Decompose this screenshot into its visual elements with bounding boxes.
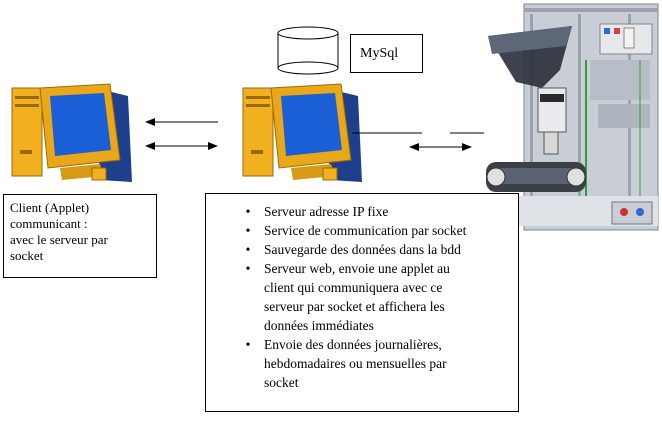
client-description-box: Client (Applet) communicant : avec le se… [3, 194, 157, 278]
server-machine-arrows [352, 132, 484, 151]
bullet-icon: • [245, 204, 251, 219]
server-feature-text: client qui communiquera avec ce [264, 280, 443, 295]
server-feature-item: • Serveur web, envoie une applet au clie… [206, 259, 518, 335]
client-description-line: avec le serveur par [10, 232, 108, 247]
bullet-icon: • [245, 261, 251, 276]
server-feature-item: • Serveur adresse IP fixe [206, 202, 518, 221]
server-feature-text: Envoie des données journalières, [264, 337, 442, 352]
server-feature-list: • Serveur adresse IP fixe • Service de c… [206, 194, 518, 392]
client-computer-icon [11, 83, 132, 182]
server-computer-icon [242, 83, 362, 182]
client-description-line: communicant : [10, 216, 88, 231]
server-feature-item: • Sauvegarde des données dans la bdd [206, 240, 518, 259]
server-feature-text: Serveur adresse IP fixe [264, 204, 389, 219]
server-feature-text: hebdomadaires ou mensuelles par [264, 356, 447, 371]
server-feature-text: Sauvegarde des données dans la bdd [264, 242, 461, 257]
server-feature-text: données immédiates [264, 318, 374, 333]
database-label-text: MySql [360, 46, 399, 61]
server-description-box: • Serveur adresse IP fixe • Service de c… [205, 193, 519, 412]
industrial-machine-image [482, 3, 659, 231]
database-cylinder-icon [277, 26, 339, 75]
client-description-line: Client (Applet) [10, 200, 90, 215]
bullet-icon: • [245, 242, 251, 257]
bullet-icon: • [245, 223, 251, 238]
server-feature-text: Serveur web, envoie une applet au [264, 261, 450, 276]
server-feature-item: • Service de communication par socket [206, 221, 518, 240]
server-feature-text: socket [264, 375, 299, 390]
client-description-line: socket [10, 248, 44, 263]
bullet-icon: • [245, 337, 251, 352]
database-label: MySql [350, 34, 423, 73]
client-server-arrows [145, 118, 218, 150]
server-feature-text: Service de communication par socket [264, 223, 467, 238]
server-feature-item: • Envoie des données journalières, hebdo… [206, 335, 518, 392]
server-feature-text: serveur par socket et affichera les [264, 299, 445, 314]
